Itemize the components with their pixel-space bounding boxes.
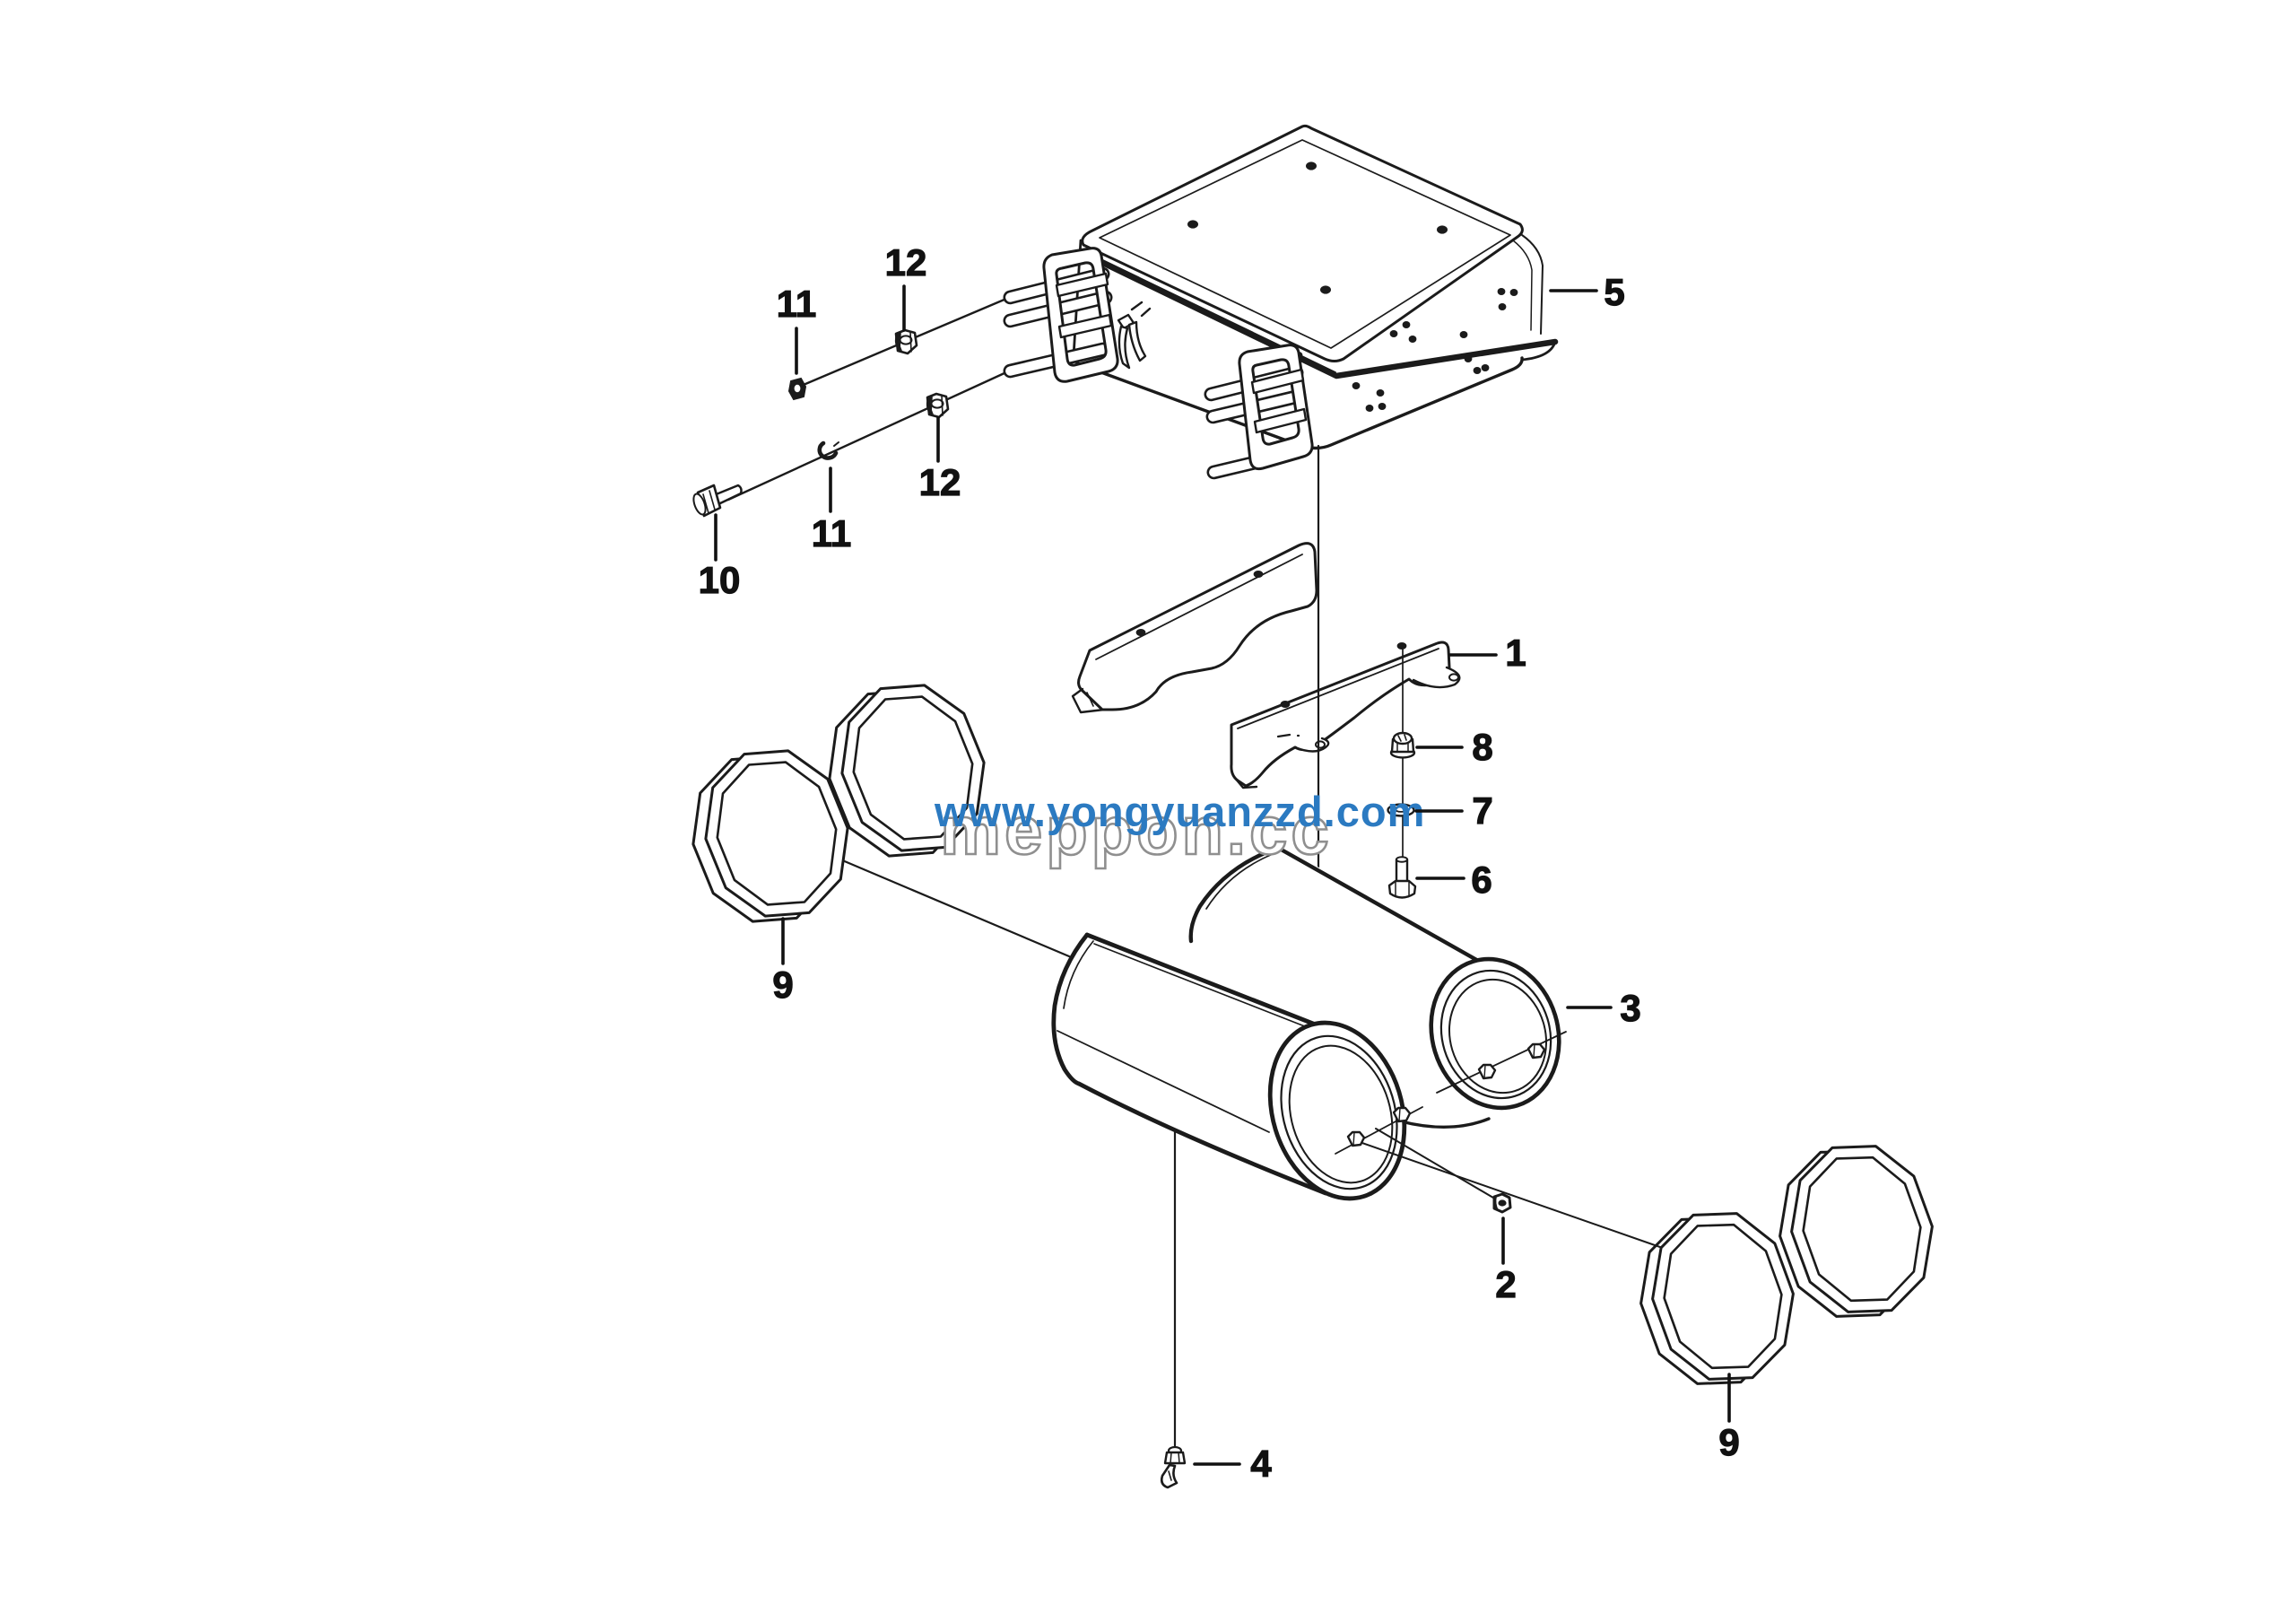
tank-rear-dome xyxy=(1188,845,1281,944)
ring-inner xyxy=(716,761,838,906)
fitting-facet xyxy=(1398,1107,1401,1122)
box-lid xyxy=(1081,124,1524,362)
tank-rear-dome-seam xyxy=(1205,853,1274,910)
ring-inner xyxy=(1663,1223,1783,1370)
ring-band-9 xyxy=(1639,1212,1795,1385)
callout-label: 8 xyxy=(1472,726,1492,768)
box-right-corner-edge xyxy=(1521,234,1544,335)
tank-rear-cap-face xyxy=(1448,978,1548,1094)
callout-label: 11 xyxy=(812,512,851,554)
tank-front-dome-seam xyxy=(1063,940,1094,1009)
watermark-blue-text: www.yongyuanzzd.com xyxy=(934,788,1425,835)
nut-12-upper xyxy=(894,328,918,355)
callout-label: 12 xyxy=(885,241,927,283)
washer-11-lower xyxy=(817,440,839,460)
box-right-lower-edge xyxy=(1520,340,1557,362)
tank-rear-cap-rim xyxy=(1439,969,1552,1100)
callout-label: 9 xyxy=(1718,1421,1739,1463)
bolt-10 xyxy=(692,484,743,518)
fitting-facet xyxy=(1352,1131,1355,1147)
mounting-bracket-lower xyxy=(1230,641,1461,789)
tank-port-fitting xyxy=(1477,1063,1497,1080)
ring-outer xyxy=(840,684,986,852)
ring-inner xyxy=(1802,1155,1922,1303)
box-lid-holes xyxy=(1187,161,1448,294)
box-seal-band xyxy=(1081,250,1559,379)
watermark-outline-text: meppon.cc xyxy=(940,793,1332,869)
tank-front-seam-line xyxy=(1057,1030,1270,1133)
ring-band-9 xyxy=(828,684,986,858)
ring-band-9 xyxy=(1779,1145,1934,1318)
tank-port-fitting xyxy=(1392,1106,1412,1123)
callout-label: 9 xyxy=(772,964,793,1006)
air-tank-rear xyxy=(1188,845,1567,1139)
bracket-rail xyxy=(1057,313,1113,339)
ring-inner xyxy=(852,695,974,841)
drain-valve-4 xyxy=(1160,1445,1187,1489)
tank-fittings xyxy=(1346,1042,1546,1147)
fastener-stack xyxy=(1387,649,1417,899)
fork-clip xyxy=(1117,301,1152,370)
tank-front-dome xyxy=(1051,932,1090,1086)
nut-12-lower xyxy=(926,392,950,419)
tank-front-top-edge xyxy=(1084,932,1332,1033)
tank-front-cap-rim xyxy=(1280,1034,1398,1190)
callout-label: 2 xyxy=(1495,1263,1516,1305)
box-right-corner-edge2 xyxy=(1512,240,1533,331)
washer-7 xyxy=(1387,803,1415,817)
callout-label: 4 xyxy=(1250,1443,1272,1485)
callout-label: 10 xyxy=(699,559,741,601)
tank-rear-top-edge xyxy=(1275,845,1483,964)
tank-rear-fitting-line xyxy=(1436,1031,1567,1094)
callout-label: 12 xyxy=(919,461,961,503)
callout-label: 11 xyxy=(777,283,816,325)
bracket-rail xyxy=(1253,407,1308,434)
ring-outer xyxy=(1651,1212,1795,1381)
tank-rear-bottom-edge xyxy=(1399,1117,1491,1129)
callout-label: 6 xyxy=(1471,859,1492,901)
leader-to-nut-2 xyxy=(1375,1128,1499,1201)
fitting-facet xyxy=(1483,1064,1486,1079)
tank-front-bottom-edge xyxy=(1076,1081,1328,1196)
retainer-rods xyxy=(692,297,1008,518)
flange-nut-8 xyxy=(1389,731,1416,759)
mounting-bracket-upper xyxy=(1071,542,1318,714)
u-bolt-bracket-right xyxy=(1238,344,1314,471)
tank-front-top-inner xyxy=(1093,943,1319,1033)
tank-front-cap-face xyxy=(1288,1044,1394,1184)
nut-2 xyxy=(1492,1192,1512,1214)
bolt-6 xyxy=(1387,856,1417,899)
callout-label: 3 xyxy=(1620,987,1640,1029)
callout-label: 1 xyxy=(1505,632,1526,674)
box-lid-inner-rim xyxy=(1099,139,1511,349)
u-bolt-bracket-left xyxy=(1042,247,1119,383)
callout-label: 7 xyxy=(1472,789,1492,832)
bracket-rail xyxy=(1055,272,1109,298)
tank-port-fitting xyxy=(1346,1130,1366,1147)
tank-port-fitting xyxy=(1526,1042,1546,1060)
watermark: meppon.cc www.yongyuanzzd.com xyxy=(934,788,1425,870)
leader-to-right-rings xyxy=(1359,1141,1676,1253)
ring-outer xyxy=(1790,1145,1934,1313)
washer-11-upper xyxy=(787,377,807,401)
ring-outer xyxy=(704,749,849,918)
ring-band-9 xyxy=(691,749,849,923)
retainer-rod-lower xyxy=(726,371,1008,501)
fitting-facet xyxy=(1533,1043,1535,1059)
bracket-rail xyxy=(1250,368,1305,395)
cover-box-5 xyxy=(1072,124,1559,450)
air-tank-front xyxy=(1051,932,1423,1201)
callout-label: 5 xyxy=(1604,271,1624,313)
mounting-rings xyxy=(691,684,1934,1385)
